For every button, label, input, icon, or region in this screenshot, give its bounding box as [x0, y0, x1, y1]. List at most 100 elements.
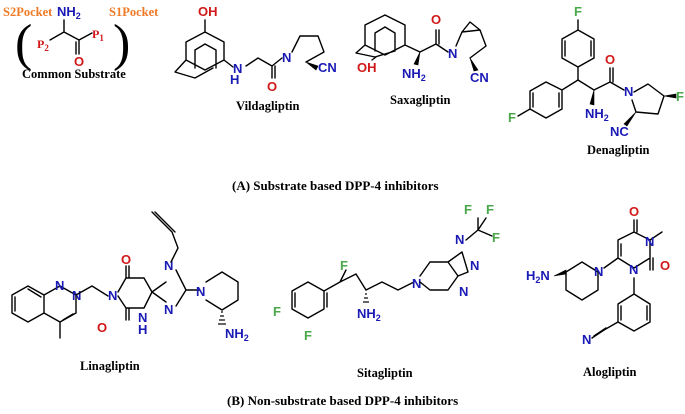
substrate-o: O [74, 54, 84, 69]
vilda-wedge [305, 61, 319, 71]
lina-h: H [138, 322, 147, 337]
vilda-pyrrolidine [291, 35, 325, 63]
substrate-bonds [49, 19, 93, 55]
sitagliptin-name: Sitagliptin [357, 366, 413, 380]
dena-f3: F [676, 89, 684, 104]
dena-o: O [605, 52, 615, 67]
vilda-adamantane [174, 19, 234, 79]
sita-cf-f3: F [492, 230, 500, 245]
vilda-linker [245, 57, 283, 79]
sita-cf3-bonds [465, 217, 493, 241]
lina-quinazoline [11, 285, 77, 339]
linagliptin-structure: N N N O O N H N N N NH2 Linagliptin [11, 211, 249, 373]
saxa-oh-bond [371, 56, 377, 61]
sita-triazolopiperazine [419, 251, 469, 291]
p1-label: P1 [92, 27, 104, 43]
sita-n4: N [459, 284, 468, 299]
sita-f3: F [304, 328, 312, 343]
common-substrate-name: Common Substrate [22, 67, 126, 81]
saxa-wedge-1 [413, 51, 421, 66]
dena-f2: F [508, 110, 516, 125]
lina-imid-butyne [151, 211, 201, 307]
lina-n6: N [164, 302, 173, 317]
right-paren: ) [113, 15, 130, 72]
alo-h2n: H2N [526, 268, 550, 285]
substrate-nh2: NH2 [57, 4, 81, 21]
section-b-caption: (B) Non-substrate based DPP-4 inhibitors [227, 393, 458, 408]
lina-n1: N [55, 278, 64, 293]
alo-o2: O [660, 258, 670, 273]
lina-linker [75, 285, 109, 297]
sita-cf-f1: F [464, 202, 472, 217]
saxa-o: O [431, 12, 441, 27]
vildagliptin-name: Vildagliptin [236, 99, 299, 113]
vilda-nh-h: H [230, 72, 239, 87]
saxa-bicycle [455, 21, 487, 59]
alogliptin-structure: H2N N O N O N N Alogliptin [526, 204, 670, 379]
dena-ring-left [517, 79, 579, 119]
alo-n2: N [645, 234, 654, 249]
alo-benzonitrile [591, 277, 651, 339]
alo-uracil [603, 219, 663, 271]
lina-n2: N [72, 288, 81, 303]
common-substrate: S2Pocket S1Pocket NH2 ( ) P2 P1 O Common… [3, 4, 159, 81]
sita-nh2: NH2 [357, 306, 381, 323]
alo-wedge [553, 269, 567, 277]
sita-n1: N [412, 276, 421, 291]
s1-pocket-label: S1Pocket [109, 5, 159, 19]
dena-nc: NC [610, 124, 629, 139]
vildagliptin-structure: OH N H O N CN Vildagliptin [174, 4, 337, 113]
lina-nh2: NH2 [225, 326, 249, 343]
sita-chain [365, 281, 415, 291]
alo-piperidine [565, 261, 599, 301]
lina-imid-bonds [151, 281, 167, 303]
p2-label: P2 [37, 37, 49, 53]
dena-wedge-1 [589, 89, 595, 106]
vilda-oh: OH [198, 4, 218, 19]
vilda-o: O [267, 79, 277, 94]
saxagliptin-name: Saxagliptin [390, 93, 450, 107]
dena-nh2: NH2 [585, 106, 609, 123]
saxa-wedge-2 [469, 57, 479, 72]
lina-o1: O [121, 252, 131, 267]
sitagliptin-structure: F F F NH2 N N N N F F F Sitagliptin [273, 202, 500, 380]
dena-wedge-2 [663, 93, 677, 99]
alo-o1: O [629, 204, 639, 219]
lina-hash-bond [218, 311, 226, 325]
section-a-caption: (A) Substrate based DPP-4 inhibitors [232, 178, 439, 193]
saxa-adamantane [355, 14, 421, 58]
sita-hash-bond [363, 293, 369, 303]
dena-ring-top [561, 19, 595, 81]
alo-n1: N [594, 264, 603, 279]
saxa-n: N [448, 46, 457, 61]
denagliptin-structure: F F O NH2 N F NC Denagliptin [508, 4, 684, 157]
sita-f2: F [273, 304, 281, 319]
alogliptin-name: Alogliptin [583, 365, 637, 379]
saxagliptin-structure: OH NH2 O N CN Saxagliptin [355, 12, 489, 107]
lina-piperidine [205, 271, 239, 311]
dena-wedge-3 [623, 111, 637, 127]
saxa-cn: CN [470, 70, 489, 85]
lina-n5: N [164, 258, 173, 273]
lina-n4: N [138, 310, 147, 325]
sita-n3: N [470, 258, 479, 273]
saxa-nh2: NH2 [402, 66, 426, 83]
linagliptin-name: Linagliptin [80, 359, 140, 373]
lina-n7: N [196, 284, 205, 299]
sita-f1: F [340, 258, 348, 273]
sita-ring [291, 269, 367, 319]
alo-n3: N [629, 262, 638, 277]
dena-pyrrolidine [631, 83, 665, 115]
sita-cf-f2: F [486, 202, 494, 217]
dena-n: N [624, 84, 633, 99]
saxa-oh: OH [357, 60, 377, 75]
lina-o2: O [97, 320, 107, 335]
saxa-carbonyl [419, 29, 449, 53]
vilda-n: N [282, 50, 291, 65]
lina-n3: N [108, 288, 117, 303]
dena-chain [577, 67, 625, 91]
vilda-cn: CN [318, 60, 337, 75]
denagliptin-name: Denagliptin [587, 143, 650, 157]
